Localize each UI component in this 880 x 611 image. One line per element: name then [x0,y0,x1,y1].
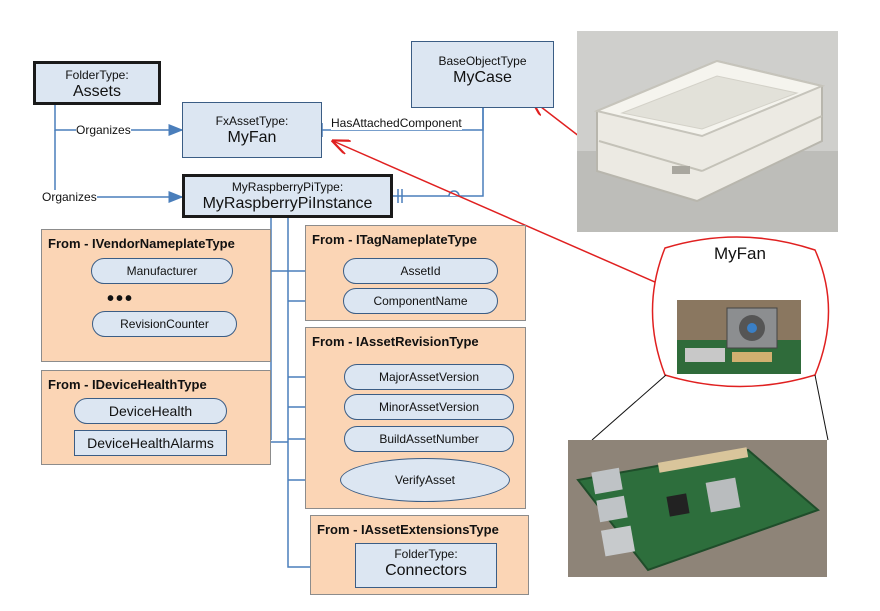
connectors-type: FolderType: [394,547,458,561]
asset-id-property[interactable]: AssetId [343,258,498,284]
minor-asset-version-property[interactable]: MinorAssetVersion [344,394,514,420]
device-health-property[interactable]: DeviceHealth [74,398,227,424]
major-asset-version-property[interactable]: MajorAssetVersion [344,364,514,390]
callout-title: MyFan [714,244,766,263]
raspberry-pi-photo [568,440,827,577]
myfan-node[interactable]: FxAssetType: MyFan [182,102,322,158]
case-photo [577,31,838,232]
assets-name: Assets [72,82,121,100]
connectors-name: Connectors [385,561,467,579]
assets-folder-node[interactable]: FolderType: Assets [33,61,161,105]
device-health-alarms-folder[interactable]: DeviceHealthAlarms [74,430,227,456]
build-asset-number-property[interactable]: BuildAssetNumber [344,426,514,452]
instance-name: MyRaspberryPiInstance [202,194,373,212]
ellipsis-indicator: ••• [107,288,135,310]
vendor-group-title: From - IVendorNameplateType [48,236,235,251]
fan-photo-art [677,300,801,374]
instance-node[interactable]: MyRaspberryPiType: MyRaspberryPiInstance [182,174,393,218]
raspberry-pi-photo-art [568,440,827,577]
revision-counter-property[interactable]: RevisionCounter [92,311,237,337]
tag-group-title: From - ITagNameplateType [312,232,477,247]
health-group-title: From - IDeviceHealthType [48,377,207,392]
mycase-node[interactable]: BaseObjectType MyCase [411,41,554,108]
has-attached-component-label: HasAttachedComponent [331,116,462,130]
myfan-name: MyFan [227,128,277,146]
case-photo-art [577,31,838,232]
organizes-line-instance [54,130,184,203]
instance-type: MyRaspberryPiType: [231,180,344,194]
vendor-nameplate-group: From - IVendorNameplateType [41,229,271,362]
manufacturer-property[interactable]: Manufacturer [91,258,233,284]
assets-type: FolderType: [65,68,129,82]
mycase-type: BaseObjectType [438,54,527,68]
revision-group-title: From - IAssetRevisionType [312,334,479,349]
mycase-link-line [393,108,484,197]
organizes-label-1: Organizes [76,123,131,137]
myfan-type: FxAssetType: [215,114,289,128]
fan-photo [677,300,801,374]
extensions-group-title: From - IAssetExtensionsType [317,522,499,537]
connectors-folder-node[interactable]: FolderType: Connectors [355,543,497,588]
component-name-property[interactable]: ComponentName [343,288,498,314]
mycase-name: MyCase [453,68,512,86]
organizes-label-2: Organizes [42,190,97,204]
verify-asset-method[interactable]: VerifyAsset [340,458,510,502]
